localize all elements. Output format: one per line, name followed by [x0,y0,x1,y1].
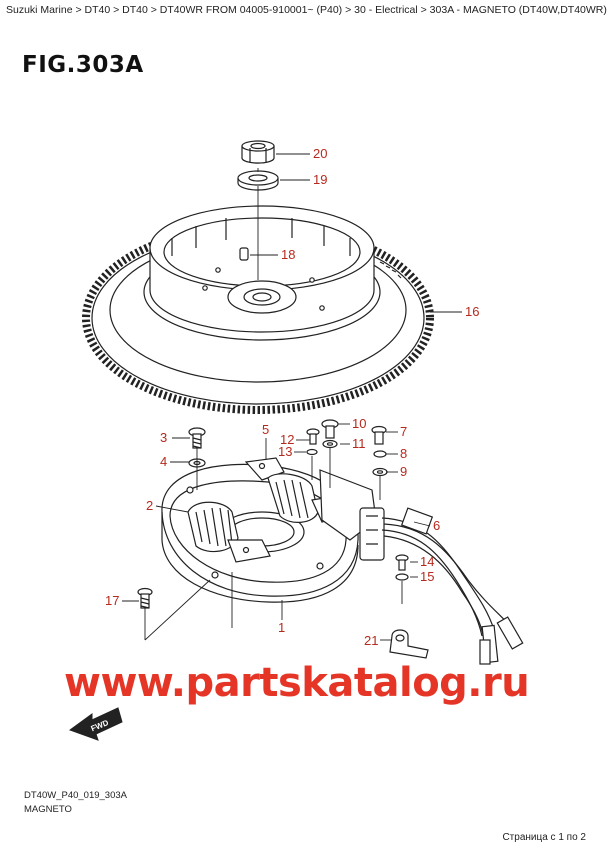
callout-20[interactable]: 20 [313,146,327,161]
screw-part-7[interactable] [371,425,387,445]
callout-2[interactable]: 2 [146,498,153,513]
callout-19[interactable]: 19 [313,172,327,187]
assembly-lines [144,168,403,641]
pulser-bracket[interactable] [319,469,385,561]
washer-part-13[interactable] [306,448,318,456]
callout-8[interactable]: 8 [400,446,407,461]
callouts: 20 19 18 16 10 3 5 12 11 7 13 8 4 9 2 6 … [105,146,479,648]
callout-9[interactable]: 9 [400,464,407,479]
callout-10[interactable]: 10 [352,416,366,431]
callout-1[interactable]: 1 [278,620,285,635]
callout-4[interactable]: 4 [160,454,167,469]
nut-part-20[interactable] [241,140,275,164]
callout-16[interactable]: 16 [465,304,479,319]
clamp-part-21[interactable] [389,629,429,659]
coil-part-2[interactable] [187,501,271,563]
figure-title: FIG.303A [22,52,144,78]
callout-11[interactable]: 11 [352,436,366,451]
washer-part-9[interactable] [372,467,388,477]
callout-6[interactable]: 6 [433,518,440,533]
callout-14[interactable]: 14 [420,554,434,569]
callout-7[interactable]: 7 [400,424,407,439]
bolt-part-3[interactable] [188,427,206,449]
callout-15[interactable]: 15 [420,569,434,584]
callout-12[interactable]: 12 [280,432,294,447]
fwd-arrow-icon: FWD [68,707,123,741]
callout-5[interactable]: 5 [262,422,269,437]
page-counter: Страница с 1 по 2 [502,832,586,843]
drawing-code: DT40W_P40_019_303A [24,790,127,801]
caption: MAGNETO [24,804,72,815]
callout-18[interactable]: 18 [281,247,295,262]
leader-lines [122,153,462,641]
screw-part-14[interactable] [395,554,409,571]
callout-3[interactable]: 3 [160,430,167,445]
breadcrumb[interactable]: Suzuki Marine > DT40 > DT40 > DT40WR FRO… [6,4,607,16]
callout-17[interactable]: 17 [105,593,119,608]
washer-part-11[interactable] [322,439,338,449]
callout-13[interactable]: 13 [278,444,292,459]
washer-part-19[interactable] [237,170,279,191]
washer-part-15[interactable] [395,573,409,581]
screw-part-10[interactable] [321,419,339,439]
callout-21[interactable]: 21 [364,633,378,648]
watermark: www.partskatalog.ru [64,660,530,706]
washer-part-8[interactable] [373,450,387,458]
screw-part-17[interactable] [137,587,153,609]
screw-part-12[interactable] [306,428,320,445]
